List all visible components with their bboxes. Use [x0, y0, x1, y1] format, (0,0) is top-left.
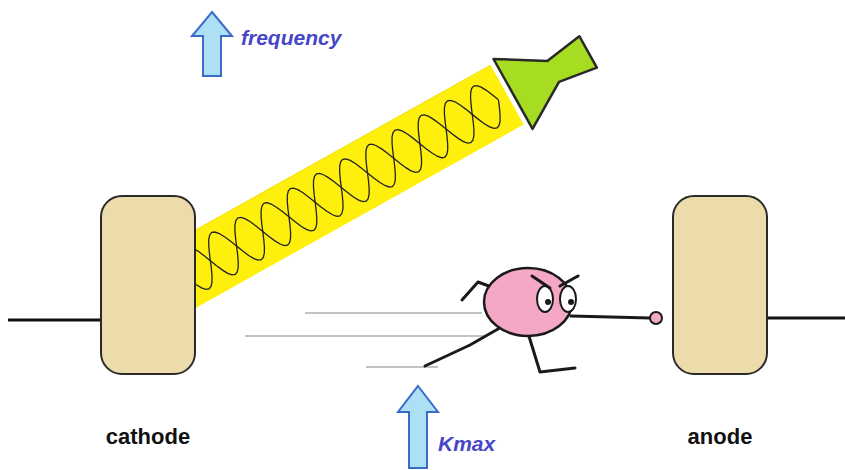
electrode: cathode [99, 195, 197, 449]
electrode-label: anode [688, 425, 753, 449]
flashlight-body [494, 17, 608, 129]
electron-pupil [568, 299, 574, 305]
electrode-label: cathode [106, 425, 190, 449]
cathode-wire [8, 319, 101, 322]
electron-leg [425, 325, 505, 366]
speed-line [305, 312, 482, 313]
electron-character [425, 268, 662, 372]
electron-hand [650, 312, 662, 324]
electron-arm [571, 316, 650, 318]
anode-wire [767, 317, 845, 320]
beam-band [141, 65, 523, 320]
electrode-plate [672, 195, 768, 375]
electron-brow [560, 276, 578, 286]
electron-body [484, 268, 572, 336]
speed-line [245, 335, 486, 336]
quantity-label: frequency [241, 26, 341, 49]
light-wave [146, 79, 510, 311]
up-arrow [192, 12, 232, 76]
light-wave [146, 79, 510, 311]
quantity-label: Kmax [438, 432, 495, 455]
flashlight [494, 17, 608, 129]
electrode-plate [100, 195, 196, 375]
electron-eye [560, 286, 576, 312]
electron-leg [528, 333, 575, 372]
electron-pupil [545, 299, 551, 305]
electron-eye [537, 286, 553, 312]
electrode: anode [671, 195, 769, 449]
electron-brow [532, 276, 550, 288]
up-arrow [398, 386, 438, 468]
